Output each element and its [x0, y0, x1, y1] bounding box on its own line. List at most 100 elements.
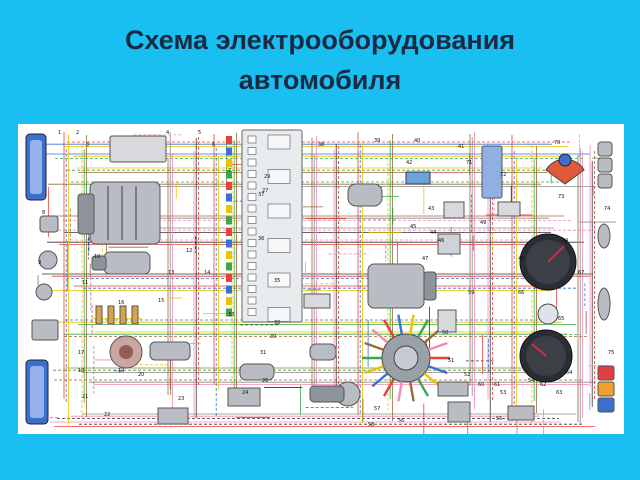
switch-lead	[416, 319, 430, 338]
relay-module	[267, 134, 291, 150]
component-number: 44	[430, 230, 436, 236]
relay-h	[447, 401, 471, 423]
switch-lead	[364, 365, 384, 375]
component-number: 12	[186, 248, 192, 254]
switch-lead	[397, 314, 404, 335]
relay-b	[443, 201, 465, 219]
fuse-connector	[226, 262, 232, 271]
relay-i	[507, 405, 535, 421]
component-number: 74	[604, 206, 610, 212]
fuse	[247, 170, 257, 178]
component-number: 37	[258, 192, 264, 198]
component-number: 5	[198, 130, 201, 136]
relay-module	[267, 169, 291, 184]
relay-d	[437, 309, 457, 333]
component-number: 16	[118, 300, 124, 306]
fuse	[247, 285, 257, 293]
fuse	[247, 135, 257, 144]
component-number: 64	[566, 370, 572, 376]
fuse-connector	[226, 308, 232, 317]
component-number: 20	[138, 372, 144, 378]
component-number: 69	[562, 238, 568, 244]
relay-module	[267, 203, 291, 219]
cylinder-center-3	[309, 343, 337, 361]
fuse	[247, 227, 257, 236]
component-number: 11	[82, 280, 88, 286]
relay-j	[303, 293, 331, 309]
fuse	[247, 296, 257, 305]
fuse	[247, 250, 257, 259]
component-number: 40	[414, 138, 420, 144]
cylinder-center-2	[239, 363, 275, 381]
component-number: 59	[468, 290, 474, 296]
distributor	[109, 335, 143, 369]
fuse-connector	[226, 239, 232, 248]
component-number: 4	[166, 130, 169, 136]
fuse-connector	[226, 251, 232, 259]
switch-lead	[371, 328, 389, 344]
component-number: 66	[518, 290, 524, 296]
ignition-coil	[149, 341, 191, 361]
rear-lamps-right	[597, 141, 615, 413]
generator	[77, 181, 161, 245]
speedometer	[519, 233, 577, 291]
switch-lead	[408, 314, 415, 335]
component-number: 65	[558, 316, 564, 322]
component-number: 56	[398, 418, 404, 424]
relay-e	[227, 387, 261, 407]
fuse-connector	[226, 193, 232, 202]
fuse-block	[226, 129, 303, 323]
component-number: 17	[78, 350, 84, 356]
component-number: 53	[500, 390, 506, 396]
relay-module	[267, 272, 291, 288]
horn-left-2	[38, 250, 58, 270]
component-number: 29	[264, 174, 270, 180]
wiring-diagram-canvas: 1234567891011121314151617181920212223242…	[25, 129, 616, 434]
fuse-connector	[226, 285, 232, 294]
component-number: 36	[258, 236, 264, 242]
cylinder-center	[347, 183, 383, 207]
component-number: 67	[578, 270, 584, 276]
fuel-sender	[545, 153, 585, 185]
switch-lead	[423, 328, 441, 344]
side-lamp-right	[597, 287, 611, 321]
instrument-switch	[362, 314, 450, 402]
component-number: 45	[410, 224, 416, 230]
fuse	[247, 262, 257, 270]
title-line-1: Схема электрооборудования	[124, 25, 516, 55]
component-number: 9	[38, 260, 41, 266]
fuse	[247, 147, 257, 155]
spark-plugs	[95, 305, 139, 325]
fuse-connector	[226, 147, 232, 156]
fuse	[247, 204, 257, 213]
relay-c	[497, 201, 521, 217]
component-number: 33	[228, 312, 234, 318]
component-number: 57	[374, 406, 380, 412]
component-number: 19	[118, 368, 124, 374]
component-number: 63	[556, 390, 562, 396]
small-gauge	[537, 303, 559, 325]
horn-left	[39, 215, 59, 233]
component-number: 24	[242, 390, 248, 396]
slide-title: Схема электрооборудования автомобиля	[0, 20, 640, 100]
fuse	[247, 193, 257, 201]
switch-lead	[416, 378, 430, 397]
component-number: 14	[204, 270, 210, 276]
component-number: 54	[528, 378, 534, 384]
fuse-connector	[226, 205, 232, 213]
component-number: 2	[76, 130, 79, 136]
switch-lead	[423, 372, 441, 388]
component-number: 32	[274, 320, 280, 326]
switch-lead	[428, 365, 448, 375]
tachometer	[519, 329, 573, 383]
relay-a	[405, 171, 431, 185]
component-number: 6	[212, 142, 215, 148]
component-number: 13	[168, 270, 174, 276]
component-number: 43	[428, 206, 434, 212]
fuse-connector	[226, 228, 232, 236]
fuse-connector	[226, 136, 232, 144]
fuse	[247, 216, 257, 224]
fuse	[247, 273, 257, 282]
switch-lead	[371, 372, 389, 388]
component-number: 39	[374, 138, 380, 144]
